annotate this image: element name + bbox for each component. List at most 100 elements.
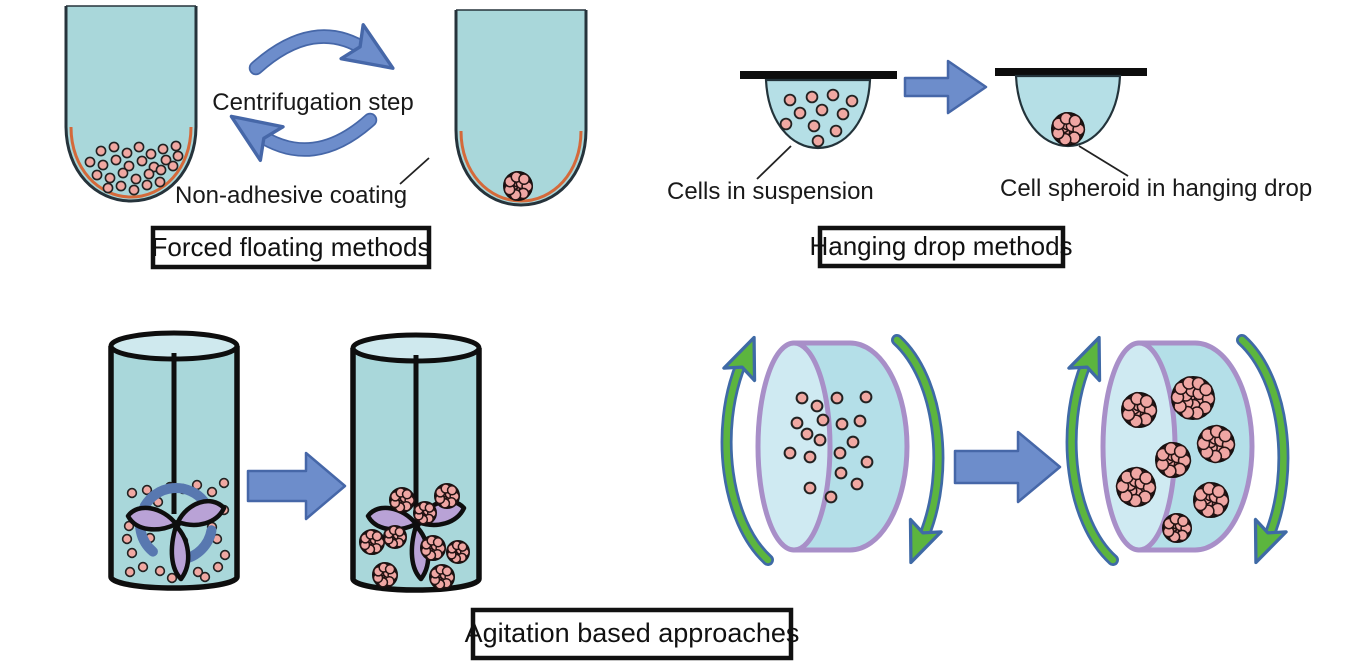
cell-dot xyxy=(166,572,178,584)
cell-dot xyxy=(126,547,138,559)
spinner-flask-suspension xyxy=(111,333,237,588)
cell-dot xyxy=(155,164,167,176)
cell-dot xyxy=(199,571,211,583)
cell-dot xyxy=(206,486,218,498)
cell-dot xyxy=(845,94,859,108)
cell-dot xyxy=(446,485,458,496)
cell-dot xyxy=(1199,382,1213,397)
cell-dot xyxy=(783,446,797,460)
cell-dot xyxy=(783,93,797,107)
cell-dot xyxy=(830,391,844,405)
cell-dot xyxy=(846,435,860,449)
spheroid-leader-line xyxy=(1078,145,1129,177)
cell-dot xyxy=(816,413,830,427)
cell-dot xyxy=(441,566,453,577)
cell-dot xyxy=(145,148,157,160)
cell-dot xyxy=(137,561,149,573)
cell-dot xyxy=(815,103,829,117)
cell-dot xyxy=(172,150,184,162)
cycle-arrow-bottom-icon xyxy=(252,114,376,156)
cell-dot xyxy=(518,173,530,185)
cell-dot xyxy=(1173,444,1188,459)
hanging-drop-caption: Hanging drop methods xyxy=(809,225,1073,269)
cell-spheroid xyxy=(434,483,460,509)
cell-dot xyxy=(795,391,809,405)
forced-floating-caption-label: Forced floating methods xyxy=(152,232,431,262)
cell-dot xyxy=(371,531,383,542)
cell-dot xyxy=(424,502,435,513)
cell-dot xyxy=(192,566,204,578)
caption-border-box xyxy=(817,225,1066,269)
agitation-caption-label: Agitation based approaches xyxy=(465,618,800,648)
rotating-vessel-suspension xyxy=(724,331,941,568)
cell-dot xyxy=(860,455,874,469)
cell-dot xyxy=(457,541,468,552)
cell-spheroid xyxy=(383,525,407,549)
cell-dot xyxy=(219,549,231,561)
cell-dot xyxy=(91,169,103,181)
cell-spheroid xyxy=(1170,376,1216,420)
cells-in-suspension-label: Cells in suspension xyxy=(667,178,874,205)
cell-dot xyxy=(126,487,138,499)
rotating-vessel-spheroids xyxy=(1069,331,1286,568)
cell-spheroid xyxy=(389,487,415,513)
cell-spheroid xyxy=(413,501,437,525)
agitation-caption: Agitation based approaches xyxy=(465,607,800,661)
centrifugation-step-label: Centrifugation step xyxy=(212,89,413,116)
cell-dot xyxy=(160,154,172,166)
cell-spheroid xyxy=(1121,391,1158,428)
cell-dot xyxy=(133,141,145,153)
cell-spheroid xyxy=(1196,424,1236,464)
cell-dot xyxy=(803,450,817,464)
cell-dot xyxy=(384,564,396,575)
stir-motion-arc-icon xyxy=(139,483,209,511)
cell-dot xyxy=(833,446,847,460)
coating-leader-line xyxy=(399,157,430,185)
cell-spheroid-label: Cell spheroid in hanging drop xyxy=(1000,175,1312,202)
cell-dot xyxy=(800,427,814,441)
cell-dot xyxy=(117,167,129,179)
spinner-flask-spheroids xyxy=(353,335,479,590)
cell-dot xyxy=(1068,114,1082,128)
cell-dot xyxy=(1211,484,1226,499)
suspended-cells xyxy=(779,88,859,148)
cell-dot xyxy=(1139,471,1153,485)
culture-plate-left xyxy=(740,71,897,79)
cycle-arrowhead-right-icon xyxy=(339,23,406,87)
rotating-wall-vessel xyxy=(758,343,907,550)
cell-dot xyxy=(141,484,153,496)
cell-dot xyxy=(805,90,819,104)
cell-dot xyxy=(167,160,179,172)
cell-spheroid xyxy=(1155,441,1192,478)
cell-dot xyxy=(97,159,109,171)
caption-border-box xyxy=(470,607,794,661)
suspension-leader-line xyxy=(756,145,792,180)
cell-dot xyxy=(834,466,848,480)
cell-dot xyxy=(121,533,133,545)
cell-dot xyxy=(108,141,120,153)
cell-dot xyxy=(154,176,166,188)
cell-dot xyxy=(1139,394,1154,409)
non-adhesive-coating-label: Non-adhesive coating xyxy=(175,182,407,209)
cell-dot xyxy=(836,107,850,121)
cell-dot xyxy=(853,414,867,428)
cell-spheroid xyxy=(1051,111,1086,146)
suspended-cells xyxy=(84,140,184,196)
cell-dot xyxy=(810,399,824,413)
cell-spheroid xyxy=(1162,513,1193,543)
right-arrow-icon xyxy=(953,430,1062,504)
cell-dot xyxy=(115,180,127,192)
cell-dot xyxy=(124,566,136,578)
cycle-arrow-top-icon xyxy=(250,31,372,74)
cell-dot xyxy=(102,182,114,194)
right-arrow-icon xyxy=(246,451,347,521)
cell-dot xyxy=(432,537,444,548)
cell-dot xyxy=(835,417,849,431)
panel-forced-floating: Centrifugation step Non-adhesive coating… xyxy=(64,4,588,270)
cell-dot xyxy=(829,124,843,138)
cell-dot xyxy=(401,489,413,500)
suspended-cells xyxy=(783,390,874,504)
panel-hanging-drop: Cells in suspension Cell spheroid in han… xyxy=(667,59,1312,269)
